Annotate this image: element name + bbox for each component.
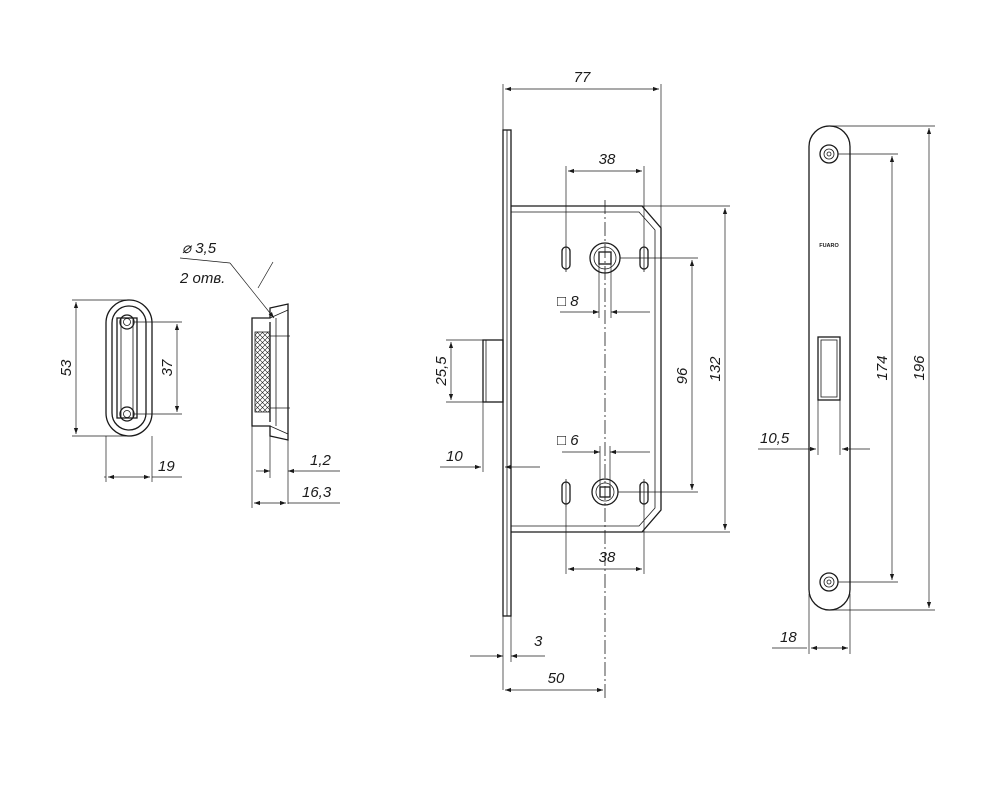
dimension-38-top: 38	[565, 151, 645, 244]
strike-side-hatched-section	[254, 331, 271, 413]
body-height-label: 132	[707, 356, 724, 382]
backset-label: 50	[548, 670, 565, 687]
dimension-3: 3	[470, 616, 545, 690]
strike-plate-bottom-screw-hole	[119, 406, 135, 422]
strike-plate-latch-opening	[116, 317, 138, 419]
strike-plate-inner-outline	[111, 305, 147, 431]
dimension-19: 19	[104, 436, 182, 482]
plate-thickness-label: 1,2	[310, 452, 332, 469]
strike-height-label: 53	[58, 359, 75, 376]
dimension-196: 196	[829, 125, 935, 611]
faceplate-top-screw-hole	[819, 144, 839, 164]
dimension-37: 37	[134, 321, 182, 415]
faceplate-width-label: 18	[780, 629, 797, 646]
dimension-16-3: 16,3	[251, 426, 340, 508]
strike-plate-top-screw-hole	[119, 314, 135, 330]
dimension-10: 10	[440, 402, 540, 472]
faceplate-brand-text: FUARO	[819, 243, 839, 249]
dimension-square-8: □ 8	[557, 264, 650, 318]
spindle-distance-label: 96	[674, 367, 691, 384]
dimension-18: 18	[772, 594, 851, 654]
dimension-square-6: □ 6	[557, 432, 650, 487]
dimension-10-5: 10,5	[758, 400, 870, 455]
bottom-hole-spacing-label: 38	[599, 549, 616, 566]
lower-square-label: □ 6	[557, 432, 579, 449]
strike-plate-side-view	[251, 303, 290, 441]
top-hole-spacing-label: 38	[599, 151, 616, 168]
hole-diameter-leader: ⌀ 3,5 2 отв.	[179, 240, 275, 319]
lock-case-outline	[511, 205, 662, 533]
strike-depth-label: 16,3	[302, 484, 332, 501]
upper-square-label: □ 8	[557, 293, 579, 310]
dimension-77: 77	[502, 69, 662, 228]
lock-body-view	[482, 129, 662, 700]
lock-width-label: 77	[574, 69, 591, 86]
dimension-53: 53	[58, 299, 128, 437]
faceplate-thickness-label: 3	[534, 633, 543, 650]
faceplate-bottom-screw-hole	[819, 572, 839, 592]
faceplate-outline	[808, 125, 851, 611]
latch-height-label: 25,5	[433, 356, 450, 387]
dimension-132: 132	[642, 205, 730, 533]
faceplate-front-view: FUARO	[808, 125, 851, 611]
strike-width-label: 19	[158, 458, 175, 475]
strike-plate-front-view	[105, 299, 153, 437]
latch-offset-label: 10,5	[760, 430, 790, 447]
hole-diameter-label: ⌀ 3,5	[182, 240, 217, 257]
dimension-174: 174	[838, 153, 898, 583]
faceplate-hole-spacing-label: 174	[874, 355, 891, 380]
latch-projection-label: 10	[446, 448, 463, 465]
strike-hole-spacing-label: 37	[159, 359, 176, 376]
latch-bolt	[482, 339, 504, 403]
hole-count-label: 2 отв.	[179, 270, 225, 287]
dimension-50: 50	[505, 670, 603, 693]
faceplate-latch-opening	[817, 336, 841, 401]
dimension-1-2: 1,2	[256, 436, 340, 504]
dimension-38-bottom: 38	[565, 507, 645, 574]
dimension-96: 96	[618, 257, 698, 493]
dimension-25-5: 25,5	[433, 339, 483, 403]
faceplate-height-label: 196	[911, 355, 928, 381]
strike-plate-outline	[105, 299, 153, 437]
